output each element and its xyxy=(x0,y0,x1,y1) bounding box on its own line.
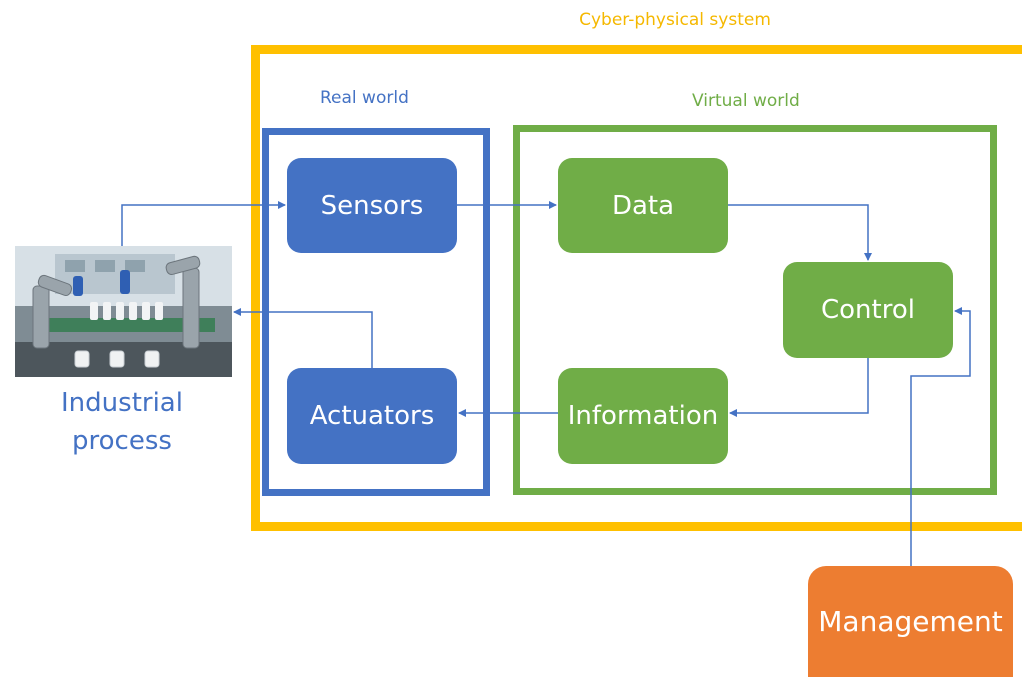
virtual-world-frame xyxy=(513,125,997,495)
control-node: Control xyxy=(783,262,953,358)
cps-frame xyxy=(251,45,1022,531)
management-node: Management xyxy=(808,566,1013,677)
sensors-node: Sensors xyxy=(287,158,457,253)
cps-title: Cyber-physical system xyxy=(579,10,771,30)
actuators-node: Actuators xyxy=(287,368,457,464)
industrial-process-label: Industrial process xyxy=(22,384,222,460)
actuators-to-process-arrow xyxy=(233,308,373,368)
industrial-process-label-line2: process xyxy=(72,426,172,456)
real-world-title: Real world xyxy=(320,88,409,108)
information-node: Information xyxy=(558,368,728,464)
data-to-control-arrow xyxy=(728,204,872,261)
virtual-world-title: Virtual world xyxy=(692,91,800,111)
process-to-sensors-arrow xyxy=(121,201,286,246)
management-to-control-arrow xyxy=(910,307,971,566)
data-node: Data xyxy=(558,158,728,253)
industrial-process-image xyxy=(15,246,232,377)
industrial-process-label-line1: Industrial xyxy=(61,388,183,418)
control-to-information-arrow xyxy=(729,358,869,417)
